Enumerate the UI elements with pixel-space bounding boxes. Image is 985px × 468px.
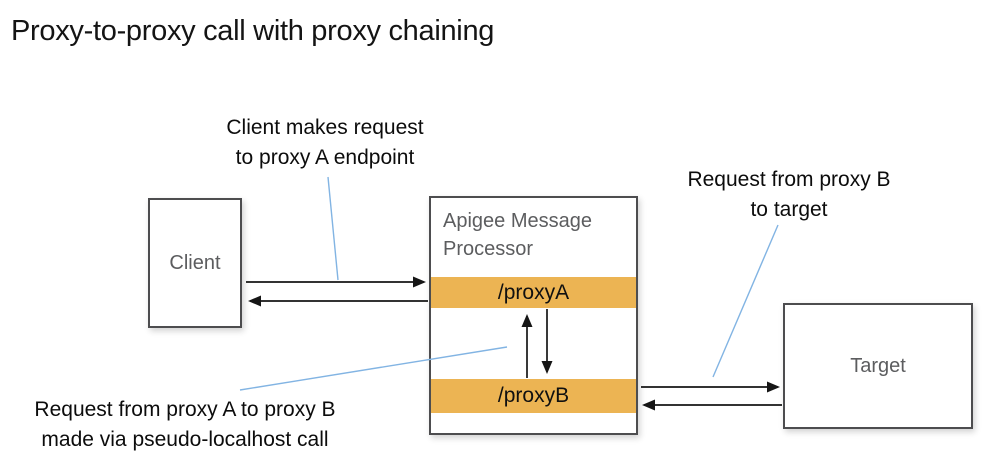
annotation-proxy-a-to-b-line1: Request from proxy A to proxy B [34,398,336,421]
proxy-b-label: /proxyB [497,384,570,407]
target-label: Target [850,354,906,377]
annotation-client-request: Client makes request to proxy A endpoint [160,113,490,173]
annotation-proxy-b-to-target-line2: to target [750,198,828,221]
annotation-proxy-b-to-target-line1: Request from proxy B [687,168,891,191]
leader-line-client-request [327,176,339,281]
leader-line-proxy-b-to-target [712,224,779,378]
proxy-b-bar: /proxyB [431,379,636,413]
annotation-client-request-line2: to proxy A endpoint [235,146,415,169]
processor-title: Apigee Message Processor [443,210,592,260]
diagram-title: Proxy-to-proxy call with proxy chaining [11,15,495,47]
annotation-proxy-a-to-b: Request from proxy A to proxy B made via… [15,395,355,455]
proxy-a-label: /proxyA [497,280,570,304]
annotation-proxy-b-to-target: Request from proxy B to target [639,165,939,225]
annotation-proxy-a-to-b-line2: made via pseudo-localhost call [41,428,329,451]
client-node: Client [148,198,242,328]
apigee-message-processor-node: Apigee Message Processor /proxyA /proxyB [429,196,638,435]
proxy-a-bar: /proxyA [431,277,636,308]
target-node: Target [783,303,973,429]
client-label: Client [169,251,221,274]
annotation-client-request-line1: Client makes request [226,116,424,139]
